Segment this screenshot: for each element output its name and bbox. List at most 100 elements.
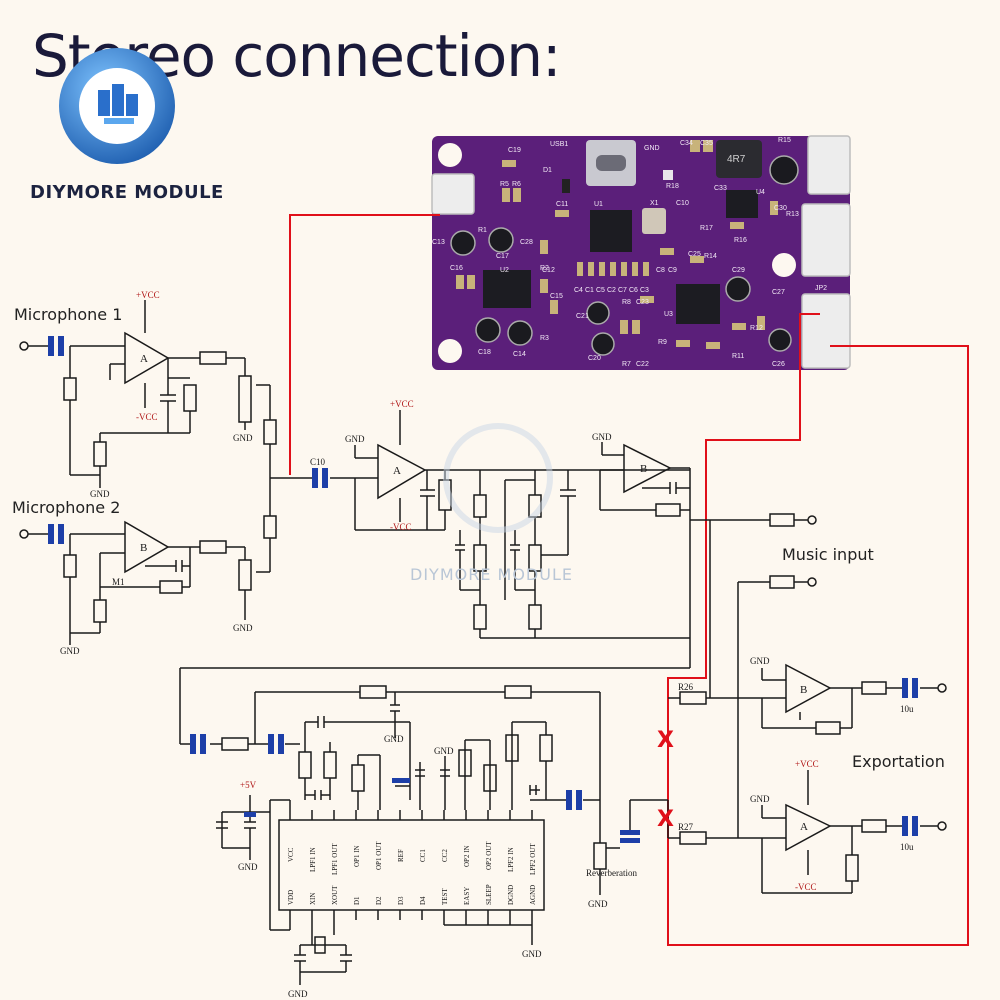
svg-text:M1: M1 [112,577,125,587]
svg-text:R8: R8 [622,299,631,306]
svg-text:C3: C3 [640,287,649,294]
u1-chip [590,210,632,252]
svg-text:C16: C16 [450,265,463,272]
svg-text:C10: C10 [310,457,326,467]
svg-text:U4: U4 [756,189,765,196]
svg-text:-VCC: -VCC [390,522,412,532]
svg-text:C1: C1 [585,287,594,294]
svg-text:JP2: JP2 [815,285,827,292]
svg-text:D3: D3 [397,896,405,905]
svg-text:R13: R13 [786,211,799,218]
svg-text:R1: R1 [478,227,487,234]
svg-text:GND: GND [384,734,404,744]
svg-text:GND: GND [588,899,608,909]
exportation-label: Exportation [852,752,945,771]
svg-text:LPF1 IN: LPF1 IN [309,847,317,872]
svg-text:R3: R3 [540,335,549,342]
music-input-label: Music input [782,545,874,564]
watermark-logo [443,423,553,533]
svg-text:U2: U2 [500,267,509,274]
svg-text:C30: C30 [774,205,787,212]
black-wires [28,300,938,985]
svg-text:R6: R6 [512,181,521,188]
svg-text:C10: C10 [676,200,689,207]
inductor [716,140,762,178]
logo-cubes-icon [98,84,138,124]
svg-text:C14: C14 [513,351,526,358]
svg-text:GND: GND [750,794,770,804]
svg-text:-VCC: -VCC [795,882,817,892]
svg-text:GND: GND [90,489,110,499]
svg-text:CC1: CC1 [419,849,427,862]
svg-text:GND: GND [238,862,258,872]
svg-text:B: B [640,463,647,475]
svg-text:10u: 10u [900,704,914,714]
svg-text:GND: GND [233,623,253,633]
svg-text:C7: C7 [618,287,627,294]
svg-text:VDD: VDD [287,890,295,905]
svg-text:OP2 OUT: OP2 OUT [485,841,493,870]
svg-text:LPF1 OUT: LPF1 OUT [331,843,339,875]
jp2-connector [801,293,851,369]
svg-text:D1: D1 [543,167,552,174]
left-connector [431,173,475,215]
svg-text:U3: U3 [664,311,673,318]
svg-text:TEST: TEST [441,888,449,905]
svg-text:XIN: XIN [309,893,317,905]
svg-text:C2: C2 [607,287,616,294]
svg-text:OP2 IN: OP2 IN [463,845,471,867]
svg-text:C25: C25 [688,251,701,258]
svg-text:R18: R18 [666,183,679,190]
svg-text:GND: GND [522,949,542,959]
svg-text:DGND: DGND [507,885,515,905]
svg-text:C20: C20 [588,355,601,362]
svg-text:GND: GND [60,646,80,656]
svg-text:GND: GND [644,145,660,152]
svg-text:C22: C22 [636,361,649,368]
svg-text:C11: C11 [556,201,568,208]
svg-text:C6: C6 [629,287,638,294]
svg-text:R9: R9 [658,339,667,346]
svg-text:LPF2 OUT: LPF2 OUT [529,843,537,875]
svg-text:C13: C13 [432,239,445,246]
mic1-label: Microphone 1 [14,305,123,324]
cut-marker-2: X [657,807,674,832]
svg-text:C27: C27 [772,289,785,296]
svg-text:D1: D1 [353,896,361,905]
svg-text:GND: GND [233,433,253,443]
svg-text:GND: GND [750,656,770,666]
svg-text:-VCC: -VCC [136,412,158,422]
svg-text:C17: C17 [496,253,509,260]
svg-text:Reverberation: Reverberation [586,868,637,878]
svg-text:C9: C9 [668,267,677,274]
right-connector-1 [807,135,851,195]
svg-text:GND: GND [345,434,365,444]
svg-text:U1: U1 [594,201,603,208]
u2-chip [483,270,531,308]
svg-text:+VCC: +VCC [136,290,160,300]
watermark-text: DIYMORE MODULE [410,565,573,584]
crystal [642,208,666,234]
svg-text:C8: C8 [656,267,665,274]
svg-text:A: A [393,465,401,477]
svg-text:C5: C5 [596,287,605,294]
svg-text:R16: R16 [734,237,747,244]
svg-text:C28: C28 [520,239,533,246]
svg-text:REF: REF [397,849,405,862]
svg-text:C33: C33 [714,185,727,192]
svg-text:A: A [800,821,808,833]
svg-text:R26: R26 [678,682,694,692]
u4-chip [726,190,758,218]
svg-text:10u: 10u [900,842,914,852]
terminals [19,341,947,831]
svg-text:R5: R5 [500,181,509,188]
svg-text:C26: C26 [772,361,785,368]
svg-text:R15: R15 [778,137,791,144]
svg-text:C21: C21 [576,313,589,320]
u3-chip [676,284,720,324]
svg-text:+VCC: +VCC [390,399,414,409]
svg-text:OP1 IN: OP1 IN [353,845,361,867]
